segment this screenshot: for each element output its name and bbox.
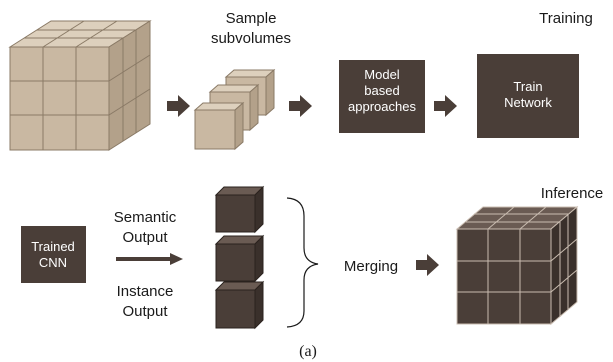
train-network-box: Train Network <box>477 54 579 138</box>
output-cube-top <box>214 185 265 234</box>
subvolume-cube-front <box>193 101 245 151</box>
arrow-right-icon <box>116 253 183 265</box>
inference-label: Inference <box>541 185 604 202</box>
output-cube-bottom <box>214 280 265 330</box>
arrow-right-icon <box>434 95 457 117</box>
trained-cnn-box: Trained CNN <box>21 226 86 283</box>
instance-label-line1: Instance <box>117 283 174 300</box>
output-cube-middle <box>214 234 265 283</box>
train-box-line2: Network <box>504 95 552 110</box>
model-box-line2: based <box>364 83 399 98</box>
trained-box-line1: Trained <box>31 239 75 254</box>
model-box-line1: Model <box>364 67 400 82</box>
trained-box-line2: CNN <box>39 255 67 270</box>
model-based-approaches-box: Model based approaches <box>339 60 425 133</box>
train-box-line1: Train <box>513 79 542 94</box>
output-volume-cube <box>455 205 579 326</box>
figure-caption: (a) <box>299 343 317 360</box>
instance-label-line2: Output <box>122 303 168 320</box>
arrow-right-icon <box>167 95 190 117</box>
arrow-right-icon <box>416 254 439 276</box>
merge-brace <box>286 197 319 328</box>
model-box-line3: approaches <box>348 99 416 114</box>
semantic-label-line1: Semantic <box>114 209 177 226</box>
arrow-right-icon <box>289 95 312 117</box>
training-label: Training <box>539 10 593 27</box>
input-volume-cube <box>8 20 152 151</box>
sample-label-line1: Sample <box>226 10 277 27</box>
merging-label: Merging <box>344 258 398 275</box>
sample-label-line2: subvolumes <box>211 30 291 47</box>
semantic-label-line2: Output <box>122 229 168 246</box>
